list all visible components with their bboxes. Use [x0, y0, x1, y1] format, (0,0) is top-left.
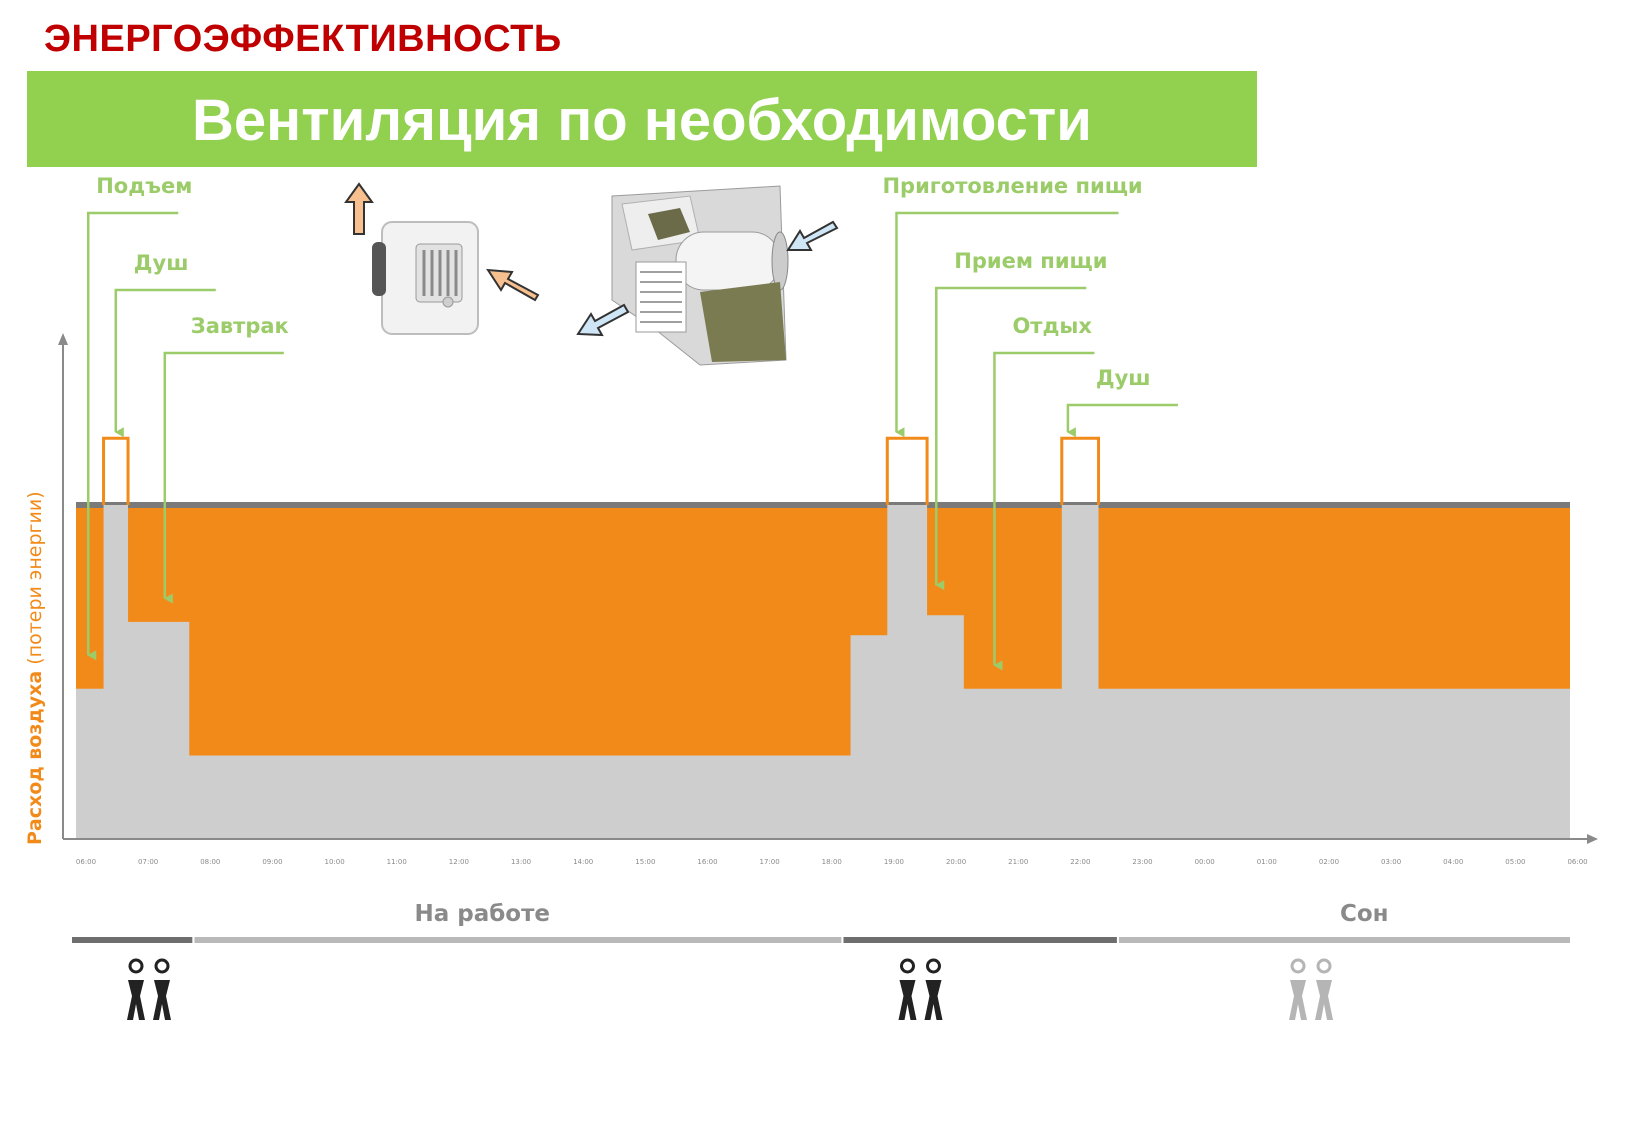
- annotation-label: Подъем: [96, 174, 192, 198]
- annotation-leader: [895, 211, 1119, 438]
- banner-title: Вентиляция по необходимости: [192, 88, 1092, 153]
- segment-label: Сон: [1340, 901, 1389, 927]
- person-head: [128, 958, 144, 974]
- person-body: [1289, 980, 1308, 1020]
- demand-area: [76, 505, 1570, 839]
- person-body: [898, 980, 917, 1020]
- person-head: [1316, 958, 1332, 974]
- x-tick-label: 12:00: [449, 858, 469, 866]
- x-tick-label: 05:00: [1505, 858, 1525, 866]
- x-tick-label: 07:00: [138, 858, 158, 866]
- annotation-label: Завтрак: [191, 314, 289, 338]
- x-tick-label: 06:00: [76, 858, 96, 866]
- annotation: Душ: [114, 251, 216, 438]
- annotation: Подъем: [86, 174, 192, 661]
- person-body: [153, 980, 171, 1020]
- person-head: [1290, 958, 1306, 974]
- annotation: Душ: [1066, 366, 1178, 438]
- x-tick-label: 02:00: [1319, 858, 1339, 866]
- annotation: Прием пищи: [935, 249, 1107, 591]
- x-tick-label: 09:00: [262, 858, 282, 866]
- people-icon: [898, 958, 943, 1020]
- x-tick-label: 00:00: [1195, 858, 1215, 866]
- annotation-label: Прием пищи: [954, 249, 1107, 273]
- annotation: Отдых: [993, 314, 1095, 671]
- x-tick-label: 23:00: [1132, 858, 1152, 866]
- x-tick-label: 04:00: [1443, 858, 1463, 866]
- page-heading: ЭНЕРГОЭФФЕКТИВНОСТЬ: [44, 18, 562, 60]
- annotation-label: Душ: [134, 251, 189, 275]
- annotation-label: Душ: [1096, 366, 1151, 390]
- plot-areas: [76, 436, 1570, 839]
- recuperator-unit-icon: [576, 185, 839, 366]
- exhaust-fan-icon: [372, 221, 479, 335]
- annotation-leader: [1066, 403, 1178, 438]
- x-tick-label: 10:00: [324, 858, 344, 866]
- person-head: [154, 958, 170, 974]
- x-tick-label: 01:00: [1257, 858, 1277, 866]
- x-tick-label: 19:00: [884, 858, 904, 866]
- annotation-leader: [114, 288, 216, 438]
- demand-peak: [885, 436, 929, 505]
- title-banner: Вентиляция по необходимости: [27, 71, 1257, 167]
- y-axis-label: Расход воздуха (потери энергии): [24, 491, 46, 845]
- annotation-leader: [993, 351, 1095, 671]
- person-head: [925, 958, 941, 974]
- x-tick-label: 06:00: [1567, 858, 1587, 866]
- x-tick-labels: 06:00 07:00 08:00 09:00 10:00 11:00 12:00 13:00…: [76, 858, 1588, 866]
- x-tick-label: 15:00: [635, 858, 655, 866]
- fan-exhaust-arrow-icon: [344, 182, 540, 302]
- annotation-leader: [163, 351, 284, 604]
- annotation-label: Отдых: [1012, 314, 1092, 338]
- x-tick-label: 03:00: [1381, 858, 1401, 866]
- annotation: Завтрак: [163, 314, 289, 604]
- person-head: [899, 958, 915, 974]
- annotation: Приготовление пищи: [882, 174, 1143, 438]
- axes: [58, 333, 1598, 844]
- x-tick-label: 13:00: [511, 858, 531, 866]
- people-icon: [127, 958, 171, 1020]
- x-tick-label: 17:00: [760, 858, 780, 866]
- person-body: [127, 980, 145, 1020]
- people-icon: [1289, 958, 1334, 1020]
- x-tick-label: 16:00: [697, 858, 717, 866]
- person-body: [1315, 980, 1334, 1020]
- x-tick-label: 22:00: [1070, 858, 1090, 866]
- demand-peak: [1060, 436, 1101, 505]
- x-tick-label: 18:00: [822, 858, 842, 866]
- person-body: [924, 980, 943, 1020]
- x-tick-label: 11:00: [387, 858, 407, 866]
- x-tick-label: 20:00: [946, 858, 966, 866]
- x-tick-label: 21:00: [1008, 858, 1028, 866]
- annotation-leader: [935, 286, 1087, 591]
- time-segments: На работе Сон: [72, 901, 1570, 1020]
- annotation-leader: [86, 211, 179, 661]
- annotation-label: Приготовление пищи: [882, 174, 1142, 198]
- demand-peak: [102, 436, 130, 505]
- x-tick-label: 14:00: [573, 858, 593, 866]
- x-tick-label: 08:00: [200, 858, 220, 866]
- segment-label: На работе: [414, 901, 550, 927]
